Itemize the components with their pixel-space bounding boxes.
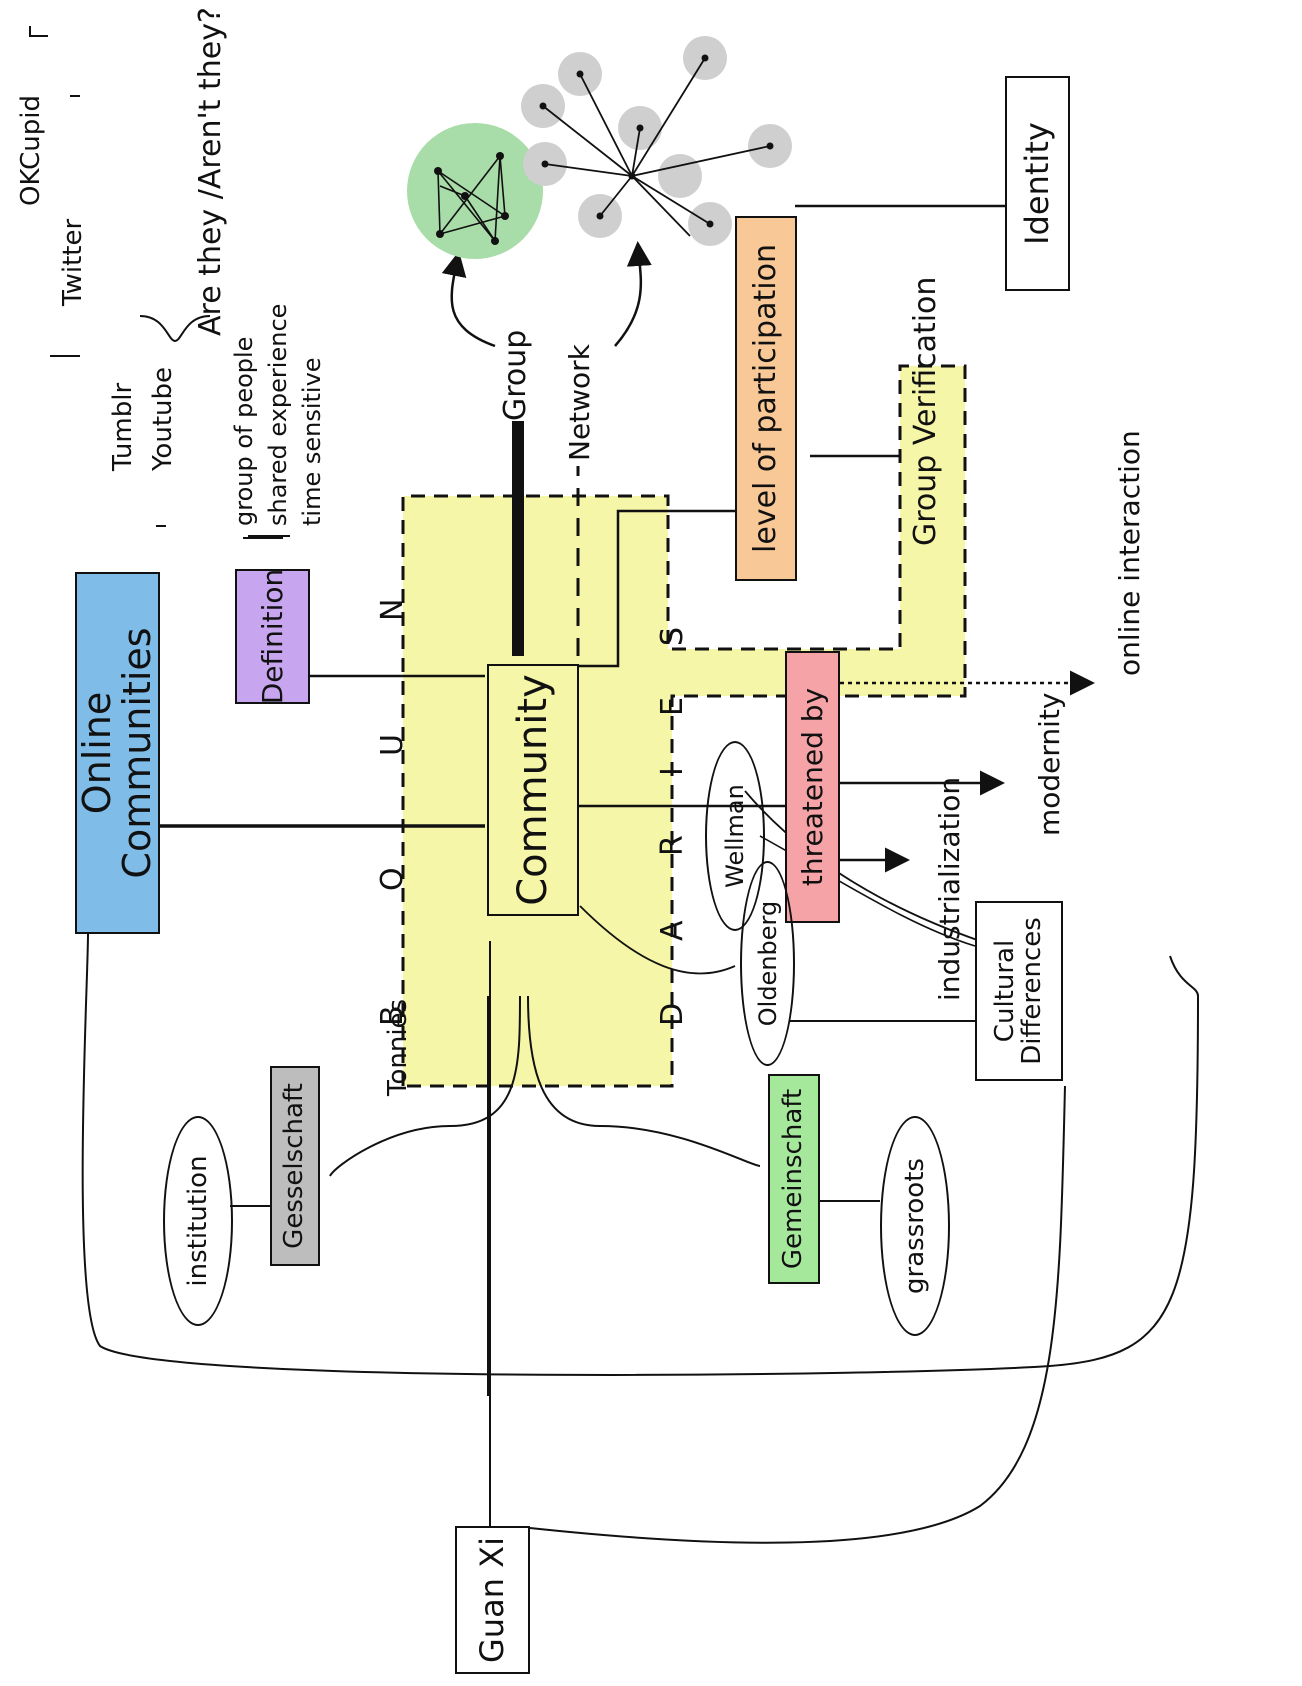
boundaries-letter-i: I: [655, 767, 690, 776]
community-node: Community: [487, 664, 579, 916]
gesselschaft-label: Gesselschaft: [279, 1083, 310, 1249]
group-label: Group: [498, 329, 533, 421]
institution-oval: institution: [163, 1116, 233, 1326]
network-arrow: [614, 241, 652, 347]
group-arrow: [441, 251, 496, 348]
network-graph: [521, 36, 792, 246]
network-label: Network: [563, 344, 596, 461]
level-of-participation-label: level of participation: [748, 244, 784, 553]
group-verification-label: Group Verification: [908, 276, 943, 546]
gemeinschaft-label: Gemeinschaft: [778, 1088, 809, 1270]
boundaries-letter-e: E: [655, 697, 690, 716]
cultural-differences-node: Cultural Differences: [975, 901, 1063, 1081]
identity-node: Identity: [1005, 76, 1070, 291]
boundaries-letter-r: R: [655, 835, 690, 856]
platform-youtube: Youtube: [148, 367, 178, 471]
community-label: Community: [510, 674, 556, 906]
gesselschaft-node: Gesselschaft: [270, 1066, 320, 1266]
industrialization-label: industrialization: [933, 776, 966, 1001]
guanxi-loop: [529, 1085, 1066, 1544]
definition-node: Definition: [235, 569, 310, 704]
group-graph: [407, 123, 543, 259]
platform-okcupid: OKCupid: [16, 95, 46, 206]
participation-connector: [578, 509, 735, 668]
gemeinschaft-node: Gemeinschaft: [768, 1074, 820, 1284]
cultural-line1: Cultural: [989, 939, 1020, 1043]
definition-item-2: shared experience: [264, 303, 292, 526]
definition-item-1: group of people: [230, 336, 258, 526]
oldenberg-oval: Oldenberg: [740, 861, 795, 1066]
boundaries-letter-s: S: [655, 626, 690, 646]
threatened-by-node: threatened by: [785, 651, 840, 923]
boundaries-letter-u: U: [375, 734, 410, 756]
grassroots-label: grassroots: [900, 1158, 930, 1294]
level-of-participation-node: level of participation: [735, 216, 797, 581]
boundaries-letter-a: A: [655, 920, 690, 941]
online-communities-node: Online Communities: [75, 572, 160, 934]
platform-tumblr: Tumblr: [108, 382, 138, 471]
online-loop: [81, 933, 1200, 1376]
boundaries-letter-o: O: [375, 867, 410, 891]
grassroots-oval: grassroots: [880, 1116, 950, 1336]
platform-twitter: Twitter: [58, 218, 88, 306]
guan-xi-node: Guan Xi: [455, 1526, 530, 1674]
online-communities-label: Online Communities: [74, 627, 159, 879]
online-interaction-label: online interaction: [1113, 430, 1146, 676]
identity-label: Identity: [1017, 122, 1056, 245]
modernity-label: modernity: [1033, 692, 1066, 837]
cultural-line2: Differences: [1017, 917, 1047, 1065]
boundaries-letter-b: B: [375, 1005, 410, 1026]
threatened-by-label: threatened by: [795, 687, 829, 887]
boundaries-letter-d: D: [655, 1002, 690, 1026]
wellman-label: Wellman: [721, 784, 749, 888]
guan-xi-label: Guan Xi: [472, 1537, 511, 1663]
oldenberg-label: Oldenberg: [753, 900, 782, 1027]
definition-item-3: time sensitive: [298, 357, 326, 526]
definition-label: Definition: [255, 568, 289, 705]
platforms-note: Are they /Aren't they?: [193, 7, 228, 336]
institution-label: institution: [183, 1155, 213, 1287]
boundaries-letter-n: N: [375, 598, 410, 621]
